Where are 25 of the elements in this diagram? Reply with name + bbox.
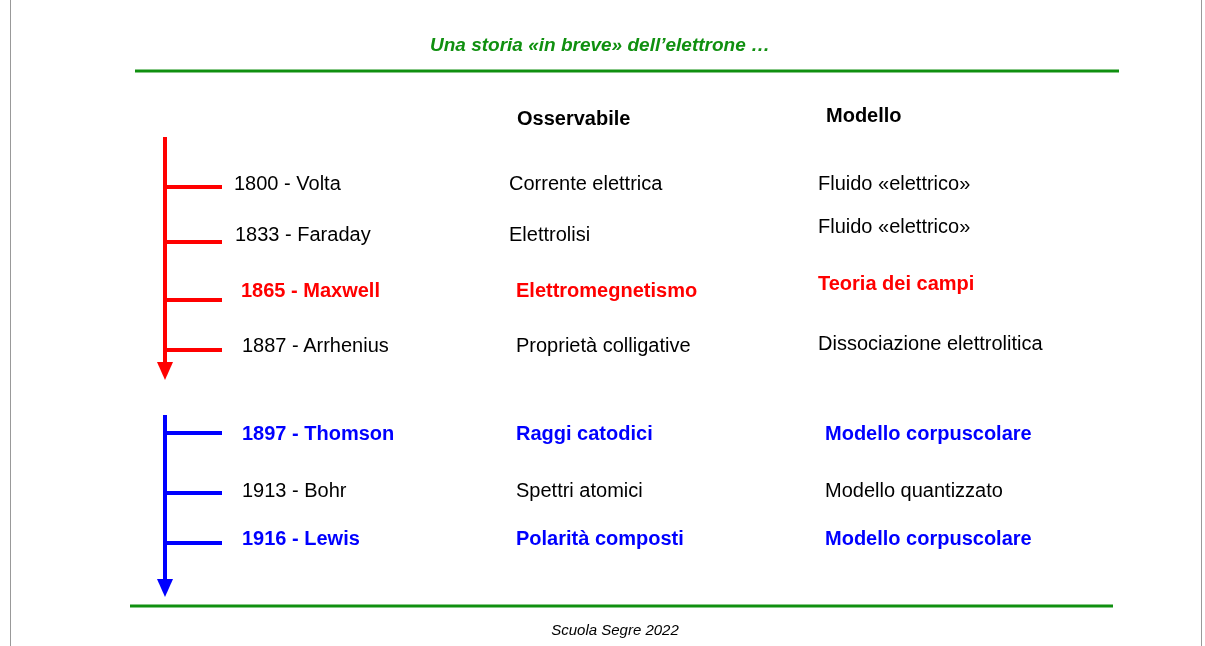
model-label: Fluido «elettrico»: [818, 171, 971, 195]
year-label: 1897 - Thomson: [242, 421, 395, 445]
year-label: 1800 - Volta: [234, 171, 341, 195]
model-label: Modello quantizzato: [825, 478, 1003, 502]
observable-label: Elettrolisi: [509, 222, 591, 246]
observable-label: Raggi catodici: [516, 421, 653, 445]
model-label: Modello corpuscolare: [825, 526, 1032, 550]
column-header: Osservabile: [517, 106, 631, 130]
year-label: 1887 - Arrhenius: [242, 333, 389, 357]
year-label: 1833 - Faraday: [235, 222, 371, 246]
observable-label: Proprietà colligative: [516, 333, 691, 357]
year-label: 1913 - Bohr: [242, 478, 347, 502]
model-label: Modello corpuscolare: [825, 421, 1032, 445]
column-header: Modello: [826, 103, 902, 127]
model-label: Dissociazione elettrolitica: [818, 331, 1043, 355]
model-label: Fluido «elettrico»: [818, 214, 971, 238]
observable-label: Corrente elettrica: [509, 171, 663, 195]
observable-label: Spettri atomici: [516, 478, 643, 502]
year-label: 1865 - Maxwell: [241, 278, 380, 302]
observable-label: Elettromegnetismo: [516, 278, 698, 302]
model-label: Teoria dei campi: [818, 271, 975, 295]
title: Una storia «in breve» dell’elettrone …: [430, 33, 770, 57]
caption: Scuola Segre 2022: [551, 620, 679, 640]
observable-label: Polarità composti: [516, 526, 684, 550]
year-label: 1916 - Lewis: [242, 526, 360, 550]
